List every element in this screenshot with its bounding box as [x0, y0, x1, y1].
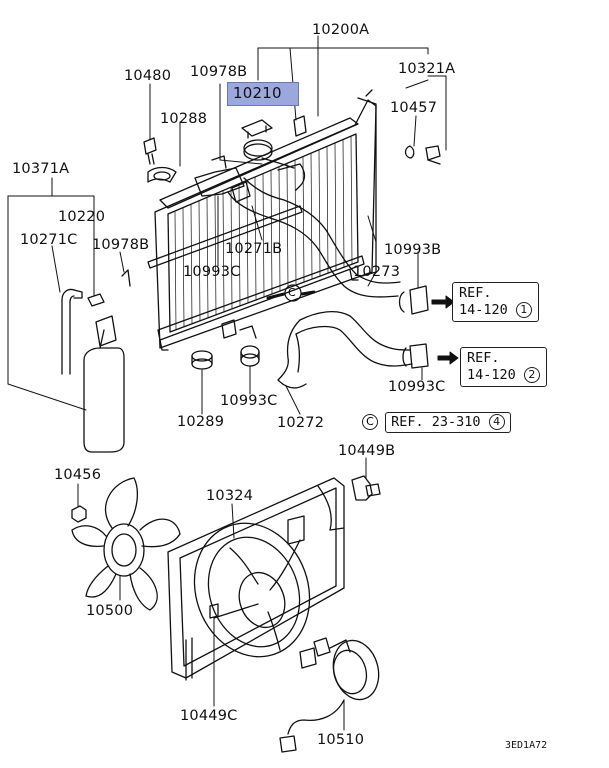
label-10210[interactable]: 10210 — [233, 84, 282, 102]
label-10288[interactable]: 10288 — [160, 111, 208, 127]
label-10978B-left[interactable]: 10978B — [92, 237, 150, 253]
ref-23-310-group[interactable]: C REF. 23-310 4 — [362, 411, 511, 433]
ref-box-1-text: REF. — [459, 285, 492, 301]
label-10271B[interactable]: 10271B — [225, 241, 283, 257]
ref-circle-2: 2 — [523, 366, 540, 383]
part-highlight — [227, 82, 299, 106]
ref-circle-4: 4 — [488, 414, 505, 430]
label-10289[interactable]: 10289 — [177, 414, 225, 430]
diagram-code: 3ED1A72 — [505, 740, 548, 751]
label-10457[interactable]: 10457 — [390, 100, 438, 116]
label-10271C[interactable]: 10271C — [20, 232, 78, 248]
label-10273[interactable]: 10273 — [353, 264, 401, 280]
ref-box-3-text: REF. 23-310 — [391, 414, 481, 430]
ref-box-2-text: REF. — [467, 350, 500, 366]
label-10993C-a[interactable]: 10993C — [183, 264, 241, 280]
lower-hose — [277, 310, 429, 389]
connector-c-label: C — [288, 286, 296, 299]
label-10456[interactable]: 10456 — [54, 467, 102, 483]
ref-box-14-120-1[interactable]: REF. 14-120 1 — [452, 282, 539, 323]
label-10500[interactable]: 10500 — [86, 603, 134, 619]
ref-box-1-code: 14-120 — [459, 301, 508, 318]
label-10324[interactable]: 10324 — [206, 488, 254, 504]
radiator-cap-part — [241, 119, 273, 161]
upper-hose — [194, 157, 401, 298]
radiator-core — [147, 89, 377, 351]
label-10993C-c[interactable]: 10993C — [220, 393, 278, 409]
label-10220[interactable]: 10220 — [58, 209, 106, 225]
label-10449C[interactable]: 10449C — [180, 708, 238, 724]
label-10993C-b[interactable]: 10993C — [388, 379, 446, 395]
label-10272[interactable]: 10272 — [277, 415, 325, 431]
fan-motor — [279, 637, 380, 753]
fan-blade — [71, 477, 181, 611]
reserve-tank — [61, 288, 125, 453]
label-10978B-top[interactable]: 10978B — [190, 64, 248, 80]
ref-box-14-120-2[interactable]: REF. 14-120 2 — [460, 347, 547, 388]
label-10200A[interactable]: 10200A — [312, 22, 370, 38]
ref-c-circle: C — [362, 413, 378, 430]
label-10993B[interactable]: 10993B — [384, 242, 442, 258]
leader-lines — [7, 35, 447, 731]
ref-box-2-code: 14-120 — [467, 366, 516, 383]
ref-circle-1: 1 — [515, 301, 532, 318]
fan-shroud — [167, 477, 345, 681]
ref-box-23-310: REF. 23-310 4 — [385, 412, 511, 433]
label-10371A[interactable]: 10371A — [12, 161, 70, 177]
label-10449B[interactable]: 10449B — [338, 443, 396, 459]
label-10510[interactable]: 10510 — [317, 732, 365, 748]
label-10480[interactable]: 10480 — [124, 68, 172, 84]
label-10321A[interactable]: 10321A — [398, 61, 456, 77]
